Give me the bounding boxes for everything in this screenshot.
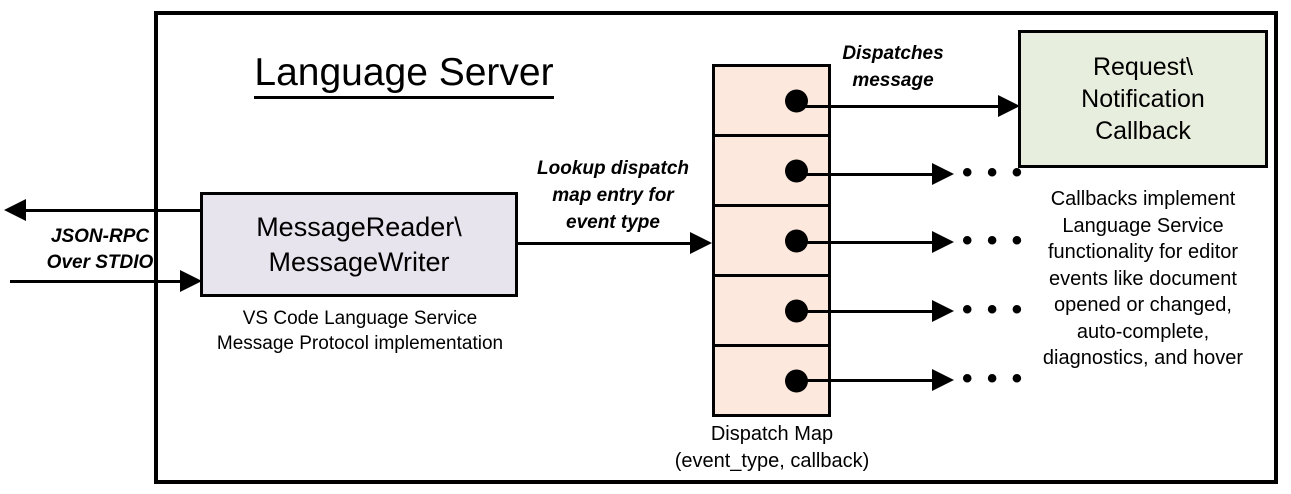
lookup-dispatch-label-line-3: event type: [566, 212, 660, 233]
dispatch-callback-arrowhead-5: [932, 369, 954, 391]
dispatches-message-label-line-1: Dispatches: [842, 43, 944, 64]
language-server-container: [154, 11, 1278, 484]
callback-desc-line-3: functionality for editor: [1047, 241, 1239, 263]
callback-desc-line-5: opened or changed,: [1054, 294, 1232, 316]
dispatch-map-row[interactable]: [715, 67, 828, 137]
lookup-dispatch-label-line-1: Lookup dispatch: [537, 158, 689, 179]
dispatch-callback-arrowhead-1: [998, 95, 1020, 117]
callback-title-line-1: Request\: [1092, 53, 1194, 81]
dispatch-callback-line-1: [789, 105, 1000, 108]
language-server-title: Language Server: [234, 50, 574, 99]
dispatch-callback-ellipsis-5: • • •: [962, 362, 1026, 395]
callback-title-line-2: Notification: [1081, 85, 1205, 113]
dispatch-callback-line-4: [789, 310, 934, 313]
dispatch-map-caption-line-2: (event_type, callback): [674, 450, 870, 472]
dispatch-callback-line-3: [789, 241, 934, 244]
dispatch-map-caption-line-1: Dispatch Map: [710, 423, 834, 445]
callback-description: Callbacks implement Language Service fun…: [1010, 186, 1276, 372]
lookup-dispatch-label: Lookup dispatch map entry for event type: [518, 155, 708, 236]
dispatch-map-caption: Dispatch Map (event_type, callback): [648, 421, 896, 475]
json-rpc-label-line-2: Over STDIO: [46, 252, 154, 273]
dispatch-entry-dot-icon: [785, 159, 808, 182]
dispatch-callback-line-5: [789, 379, 934, 382]
dispatch-entry-dot-icon: [785, 229, 808, 252]
json-rpc-label-line-1: JSON-RPC: [50, 226, 150, 247]
callback-desc-line-7: diagnostics, and hover: [1042, 347, 1244, 369]
inbound-rpc-line: [10, 280, 182, 283]
dispatch-callback-arrowhead-4: [932, 300, 954, 322]
dispatch-callback-ellipsis-4: • • •: [962, 293, 1026, 326]
message-reader-writer-box[interactable]: MessageReader\ MessageWriter: [200, 192, 518, 297]
dispatch-entry-dot-icon: [785, 89, 808, 112]
dispatches-message-label-line-2: message: [852, 70, 934, 91]
dispatch-callback-line-2: [789, 173, 934, 176]
callback-desc-line-2: Language Service: [1062, 214, 1224, 237]
lookup-dispatch-line: [518, 242, 690, 245]
lookup-dispatch-arrowhead: [690, 232, 712, 254]
language-server-title-text: Language Server: [254, 51, 554, 99]
request-notification-callback-box[interactable]: Request\ Notification Callback: [1018, 30, 1268, 168]
dispatch-callback-ellipsis-2: • • •: [962, 156, 1026, 189]
lookup-dispatch-label-line-2: map entry for: [552, 185, 674, 206]
message-reader-title-line-2: MessageWriter: [268, 246, 450, 277]
outbound-rpc-arrowhead: [4, 199, 26, 221]
callback-title-line-3: Callback: [1095, 117, 1191, 145]
dispatch-callback-arrowhead-3: [932, 231, 954, 253]
dispatches-message-label: Dispatches message: [828, 40, 958, 94]
message-reader-caption-line-1: VS Code Language Service: [242, 308, 478, 329]
inbound-rpc-arrowhead: [180, 270, 202, 292]
callback-desc-line-1: Callbacks implement: [1050, 188, 1236, 210]
dispatch-map-row[interactable]: [715, 137, 828, 207]
callback-desc-line-6: auto-complete,: [1076, 320, 1210, 343]
dispatch-callback-arrowhead-2: [932, 163, 954, 185]
callback-desc-line-4: events like document: [1049, 267, 1237, 290]
json-rpc-transport-label: JSON-RPC Over STDIO: [30, 224, 170, 276]
message-reader-caption: VS Code Language Service Message Protoco…: [186, 306, 534, 356]
outbound-rpc-line: [24, 209, 202, 212]
message-reader-caption-line-2: Message Protocol implementation: [216, 333, 504, 354]
message-reader-title-line-1: MessageReader\: [256, 211, 462, 242]
dispatch-callback-ellipsis-3: • • •: [962, 224, 1026, 257]
